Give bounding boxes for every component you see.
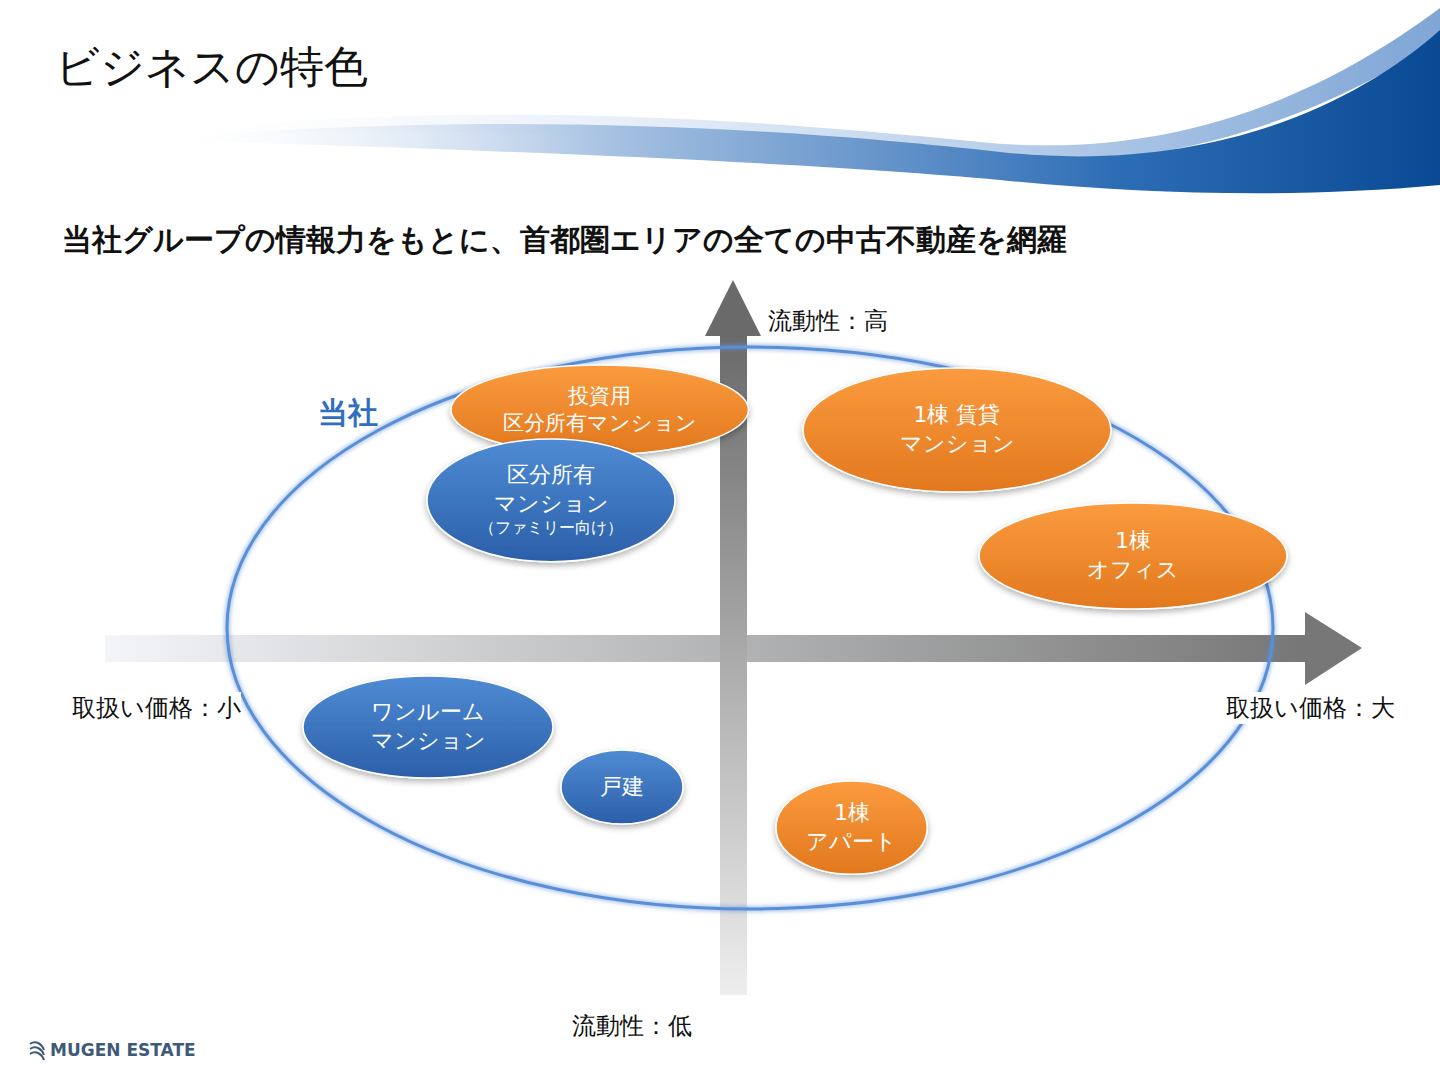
node-text-area: 区分所有 マンション（ファミリー向け） (426, 438, 676, 563)
category-fill (561, 750, 683, 824)
category-fill (803, 368, 1111, 492)
node-outline (225, 345, 1275, 911)
axis-label: 流動性：高 (768, 305, 888, 337)
category-fill (303, 676, 553, 778)
node-text-area: 投資用 区分所有マンション (450, 364, 749, 456)
category-ellipse: ワンルーム マンション (302, 675, 554, 779)
node-label: 1棟 オフィス (1087, 527, 1179, 584)
node-label: 投資用 区分所有マンション (503, 383, 697, 438)
category-ellipse: 1棟 アパート (775, 780, 928, 875)
subtitle: 当社グループの情報力をもとに、首都圏エリアの全ての中古不動産を網羅 (62, 220, 1067, 261)
node-text-area: ワンルーム マンション (302, 675, 554, 779)
node-sublabel: （ファミリー向け） (479, 518, 623, 539)
region-heading: 当社 (318, 393, 378, 432)
region-ellipse (227, 347, 1273, 909)
node-text-area: 1棟 賃貸 マンション (802, 367, 1112, 493)
node-label: ワンルーム マンション (371, 698, 486, 755)
category-fill (427, 439, 675, 562)
node-outline (802, 367, 1112, 493)
page-title: ビジネスの特色 (55, 38, 368, 97)
logo-text: MUGEN ESTATE (50, 1040, 196, 1060)
node-outline (978, 502, 1288, 610)
category-fill (776, 781, 927, 874)
category-ellipse: 区分所有 マンション（ファミリー向け） (426, 438, 676, 563)
category-ellipse: 1棟 賃貸 マンション (802, 367, 1112, 493)
axis-label: 流動性：低 (572, 1010, 692, 1042)
node-label: 戸建 (600, 773, 644, 802)
category-ellipse: 投資用 区分所有マンション (450, 364, 749, 456)
category-ellipse: 戸建 (560, 749, 684, 825)
node-outline (450, 364, 749, 456)
node-outline (775, 780, 928, 875)
axis-label: 取扱い価格：小 (72, 692, 241, 724)
logo-icon (30, 1042, 44, 1060)
node-label: 1棟 賃貸 マンション (899, 401, 1016, 458)
node-label: 区分所有 マンション (494, 461, 609, 518)
node-text-area: 1棟 オフィス (978, 502, 1288, 610)
axis-label: 取扱い価格：大 (1226, 692, 1395, 724)
category-ellipse: 1棟 オフィス (978, 502, 1288, 610)
node-outline (302, 675, 554, 779)
node-text-area: 戸建 (560, 749, 684, 825)
category-fill (451, 365, 748, 455)
node-label: 1棟 アパート (806, 799, 897, 856)
category-fill (979, 503, 1287, 609)
node-text-area: 1棟 アパート (775, 780, 928, 875)
market-region: 当社投資用 区分所有マンション区分所有 マンション（ファミリー向け）1棟 賃貸 … (225, 345, 1275, 911)
